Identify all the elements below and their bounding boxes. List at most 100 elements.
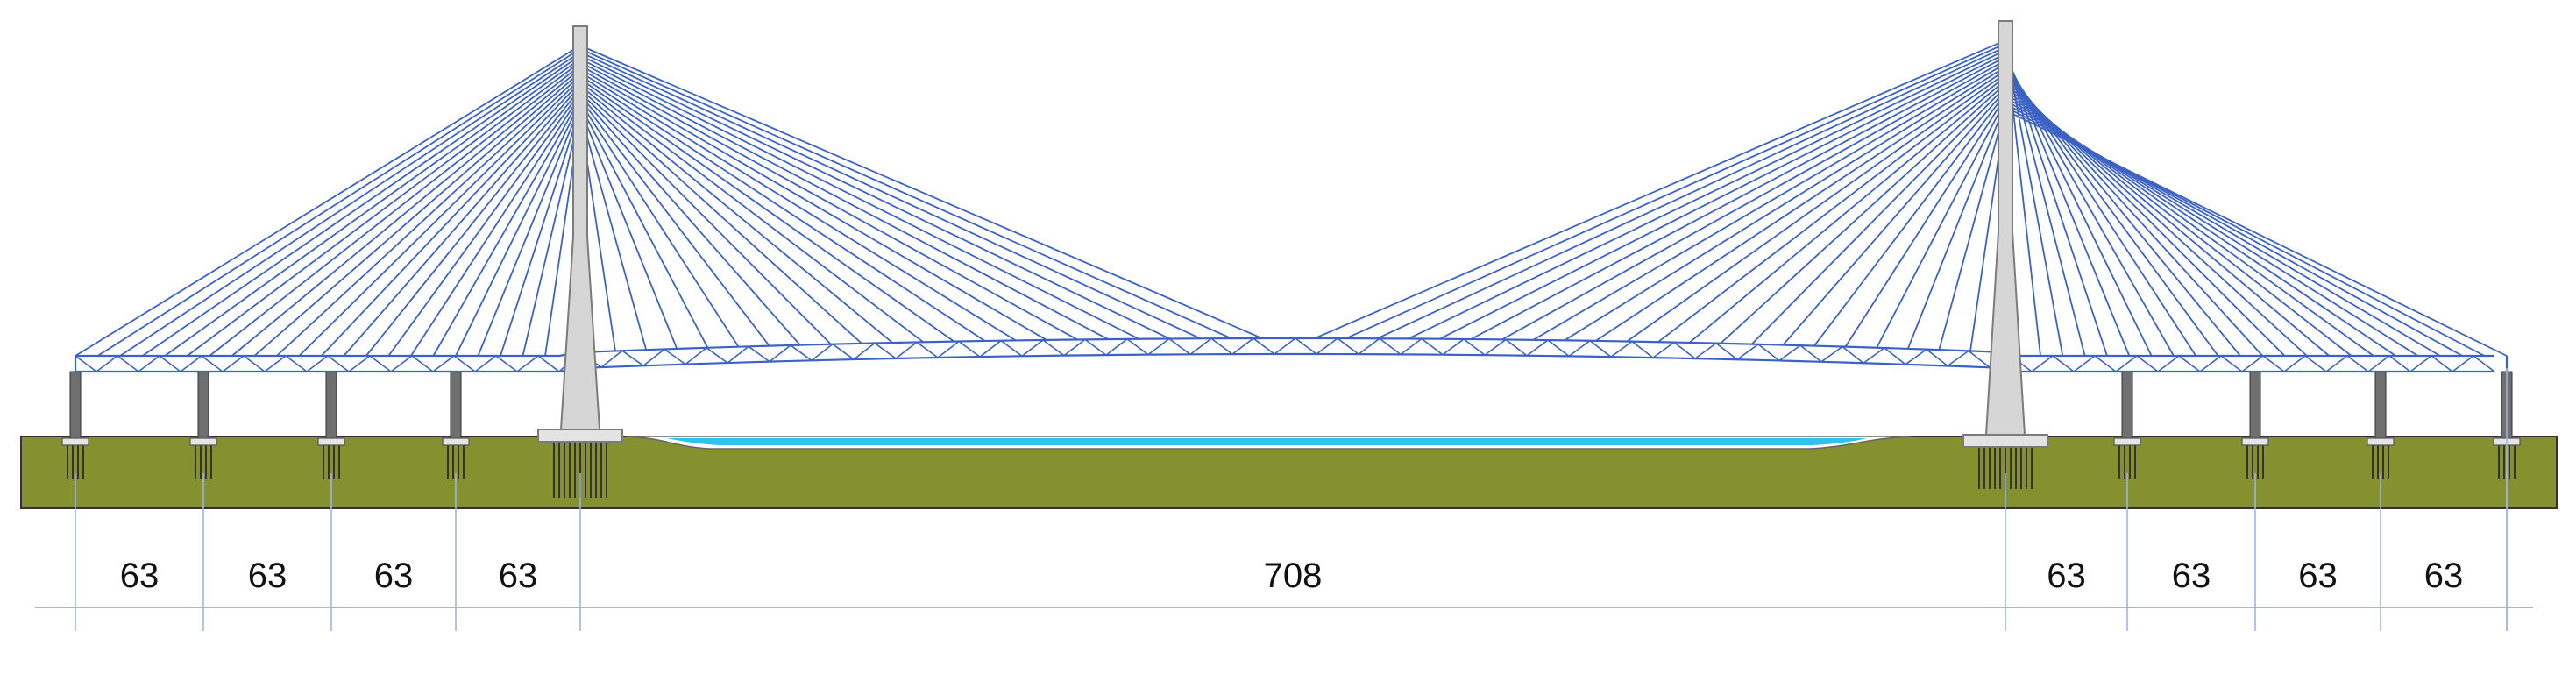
stay-cable-left-back <box>432 98 581 357</box>
deck-diagonal <box>1484 338 1507 356</box>
pier-cap <box>2367 437 2395 446</box>
deck-diagonal <box>1442 338 1465 356</box>
deck-diagonal <box>1820 345 1843 363</box>
stay-cable-left-main <box>579 88 862 344</box>
span-label-6: 63 <box>2047 557 2086 595</box>
stay-cable-left-main <box>579 58 1139 340</box>
deck-diagonal <box>1568 340 1591 358</box>
stay-cable-left-main <box>579 67 1047 341</box>
pier-column <box>2121 371 2133 441</box>
stay-cables <box>75 39 2508 357</box>
deck-diagonal <box>1231 337 1254 355</box>
deck-diagonal <box>916 341 939 358</box>
river-water <box>666 438 1867 445</box>
deck-diagonal <box>1084 338 1107 356</box>
deck-diagonal <box>2199 355 2222 372</box>
deck-diagonal <box>853 342 876 360</box>
deck-diagonal <box>1358 337 1380 355</box>
stay-cable-left-back <box>343 85 581 357</box>
deck-diagonal <box>2283 355 2306 372</box>
deck-diagonal <box>2241 355 2264 372</box>
tower-left <box>559 25 601 430</box>
deck-diagonal <box>1526 339 1549 357</box>
stay-cable-left-back <box>522 111 581 357</box>
deck-diagonal <box>1610 340 1633 358</box>
deck-diagonal <box>264 355 287 372</box>
deck-diagonal <box>1547 339 1570 358</box>
deck-diagonal <box>159 355 181 372</box>
stay-cable-right-back <box>2005 106 2486 357</box>
deck-diagonal <box>1274 337 1296 355</box>
deck-diagonal <box>453 355 476 372</box>
deck-diagonal <box>832 344 855 360</box>
deck-diagonal <box>2262 355 2285 372</box>
stay-cable-left-back <box>365 88 581 357</box>
stay-cable-left-back <box>209 65 581 357</box>
deck-diagonal <box>138 355 160 372</box>
deck-diagonal <box>1316 337 1338 355</box>
stay-cable-right-main <box>1626 73 2006 343</box>
stay-cable-left-back <box>253 71 581 357</box>
deck-diagonal <box>685 347 707 365</box>
stay-cable-right-back <box>2005 99 2441 357</box>
deck-diagonal <box>621 350 644 366</box>
stay-cable-right-back <box>2005 53 2131 357</box>
stay-cable-left-back <box>321 82 581 357</box>
deck-diagonal <box>117 355 139 372</box>
pier-cap <box>189 437 217 446</box>
deck-diagonal <box>1926 349 1948 367</box>
stay-cable-left-main <box>579 108 678 350</box>
span-label-1: 63 <box>120 557 160 595</box>
span-label-3: 63 <box>374 557 414 595</box>
pier-column <box>2374 371 2387 441</box>
deck-top-chord <box>75 337 2494 358</box>
deck-diagonal <box>664 348 686 365</box>
deck-diagonal <box>2178 355 2201 372</box>
deck-diagonal <box>937 340 960 358</box>
stay-cable-left-main <box>579 111 648 351</box>
deck-diagonal <box>348 355 371 372</box>
stay-cable-right-back <box>2005 109 2508 357</box>
stay-cable-left-main <box>579 84 893 344</box>
stay-cable-left-back <box>410 95 581 357</box>
deck-diagonal <box>600 350 623 368</box>
deck-bottom-chord <box>75 352 2494 373</box>
deck-diagonal <box>96 355 118 372</box>
deck-diagonal <box>75 355 97 372</box>
deck-diagonal <box>2115 355 2138 372</box>
deck-diagonal <box>1842 345 1864 364</box>
stay-cable-left-back <box>75 45 581 357</box>
deck-diagonal <box>180 355 202 372</box>
deck-diagonal <box>411 355 434 372</box>
pier-cap <box>2113 437 2141 446</box>
tower-left-footing <box>537 429 623 443</box>
deck-diagonal <box>327 355 350 372</box>
stay-cable-left-back <box>119 51 581 357</box>
deck-diagonal <box>1400 337 1423 356</box>
deck-diagonal <box>2431 355 2453 372</box>
stay-cable-left-main <box>579 54 1170 340</box>
stay-cable-left-back <box>187 61 581 357</box>
span-label-8: 63 <box>2298 557 2338 595</box>
deck-diagonal <box>285 355 308 372</box>
deck-diagonal <box>2073 355 2096 372</box>
deck-diagonal <box>1757 344 1780 362</box>
stay-cable-left-back <box>276 74 581 357</box>
deck-diagonal <box>2367 355 2390 372</box>
stay-cable-left-back <box>500 108 581 357</box>
deck-diagonal <box>1253 337 1275 355</box>
stay-cable-left-back <box>298 78 581 357</box>
deck-diagonal <box>1189 337 1212 355</box>
span-dimension-lines <box>35 368 2533 631</box>
deck-diagonal <box>1799 344 1822 363</box>
deck-diagonal <box>1295 337 1317 355</box>
pier-column <box>450 371 462 441</box>
deck-diagonal <box>537 355 560 372</box>
bridge-towers <box>537 20 2048 448</box>
deck-diagonal <box>1694 343 1717 359</box>
deck-diagonal <box>748 345 770 363</box>
span-label-9: 63 <box>2424 557 2464 595</box>
deck-diagonal <box>390 355 413 372</box>
pier-column <box>197 371 209 441</box>
